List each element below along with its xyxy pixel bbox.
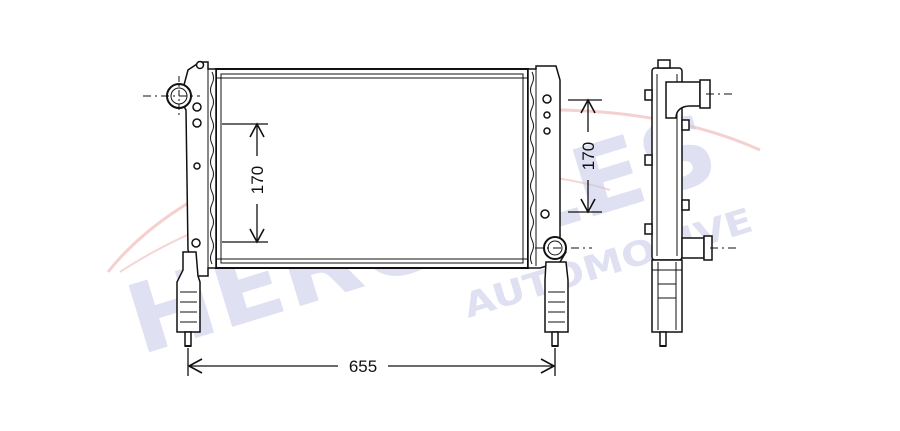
core-height-arrow-top <box>249 122 265 138</box>
front-dimensions <box>187 98 602 376</box>
side-upper-hose-neck <box>665 81 701 119</box>
side-height-label: 170 <box>579 142 598 170</box>
side-mount-pin <box>659 331 667 347</box>
left-bleed-screw <box>195 60 205 70</box>
side-height-arrow-bottom <box>580 198 596 214</box>
right-tank-boss-1 <box>542 94 552 104</box>
right-tank-boss-3 <box>543 127 551 135</box>
left-tank-boss-3 <box>193 162 201 170</box>
right-mount-pin <box>551 331 559 347</box>
left-tank-boss-2 <box>192 118 202 128</box>
left-tank-wave <box>210 71 214 265</box>
width-arrow-right <box>540 358 556 374</box>
side-left-lug-1 <box>644 89 653 101</box>
side-left-lug-2 <box>644 154 653 166</box>
right-tank-wave <box>530 71 534 265</box>
side-right-lug-1 <box>681 119 690 131</box>
front-view <box>143 60 592 347</box>
side-mount-bracket <box>651 259 683 333</box>
side-lower-hose-neck <box>681 237 705 259</box>
right-tank-boss-4 <box>540 209 550 219</box>
side-height-arrow-top <box>580 98 596 114</box>
width-arrow-left <box>187 358 203 374</box>
core-height-arrow-bottom <box>249 228 265 244</box>
left-tank-boss-4 <box>191 238 201 248</box>
left-tank-boss-1 <box>192 102 202 112</box>
side-left-lug-3 <box>644 223 653 235</box>
right-mount-bracket <box>544 261 569 333</box>
width-label: 655 <box>349 357 377 376</box>
core-height-label: 170 <box>248 166 267 194</box>
side-view <box>644 59 736 347</box>
side-top-cap <box>657 59 671 69</box>
side-right-lug-2 <box>681 199 690 211</box>
radiator-core-inner <box>220 73 524 264</box>
right-tank-boss-2 <box>543 111 551 119</box>
left-mount-pin <box>184 331 192 347</box>
